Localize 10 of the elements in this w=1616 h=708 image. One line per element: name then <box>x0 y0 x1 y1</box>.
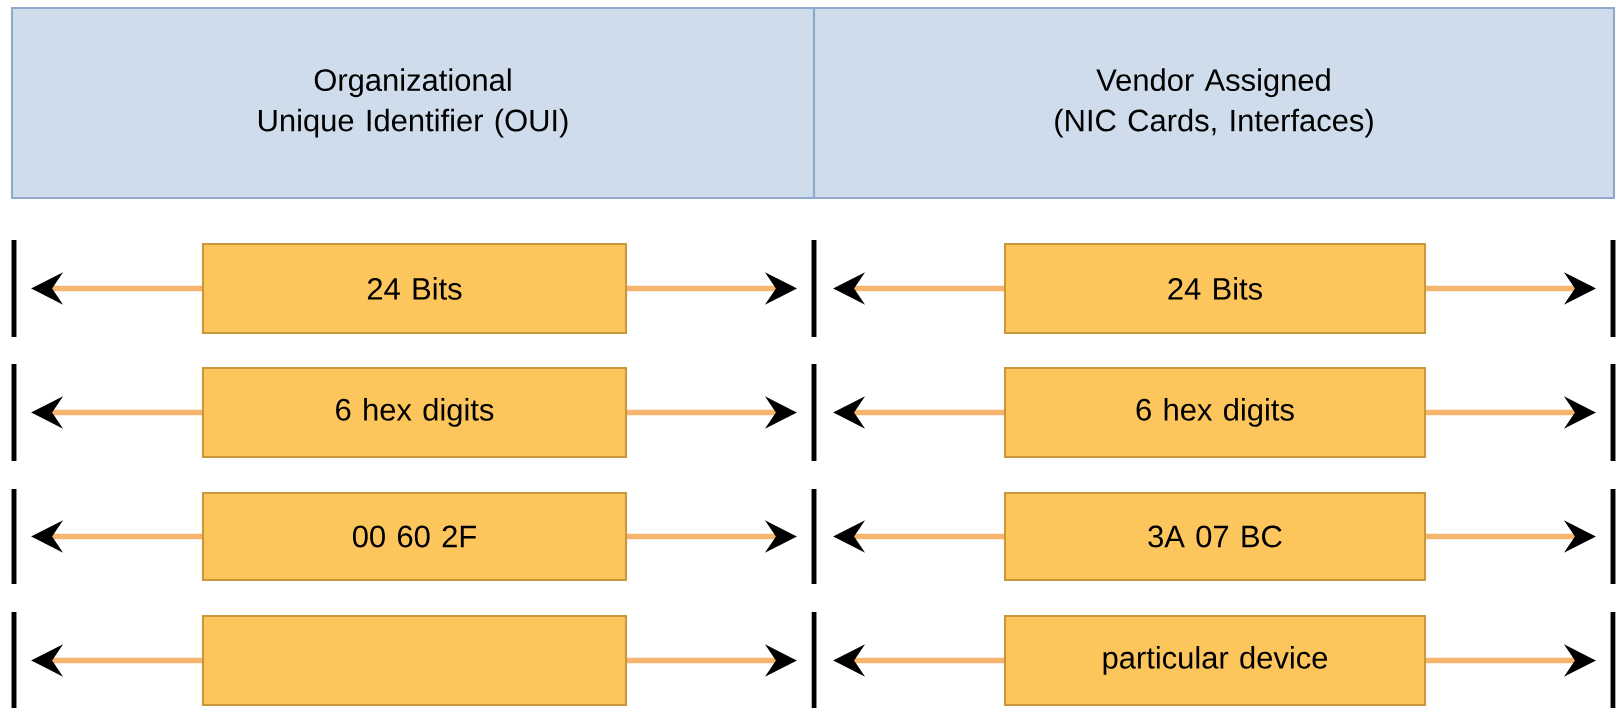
header-cell: Vendor Assigned (NIC Cards, Interfaces) <box>812 6 1616 200</box>
field-box: particular device <box>1003 614 1427 707</box>
field-box: 6 hex digits <box>201 366 628 459</box>
field-box <box>201 614 628 707</box>
field-box: 24 Bits <box>201 242 628 335</box>
field-box: 24 Bits <box>1003 242 1427 335</box>
field-box: 00 60 2F <box>201 491 628 582</box>
field-box: 6 hex digits <box>1003 366 1427 459</box>
header-cell: Organizational Unique Identifier (OUI) <box>10 6 816 200</box>
field-box: 3A 07 BC <box>1003 491 1427 582</box>
